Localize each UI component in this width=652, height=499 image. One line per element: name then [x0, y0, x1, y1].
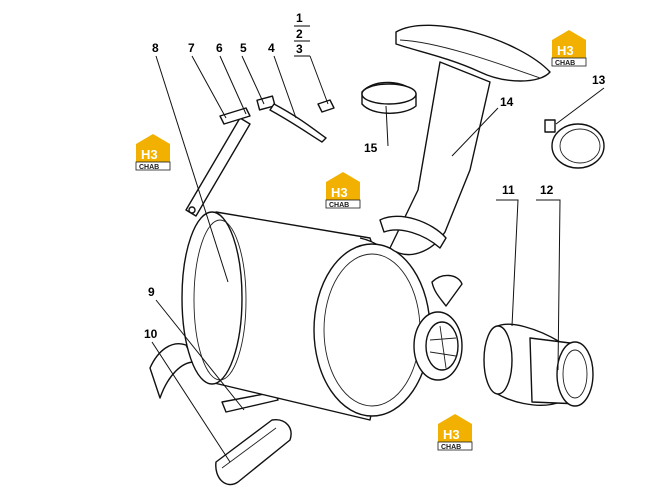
callout-13: 13	[592, 73, 606, 87]
callout-4: 4	[268, 41, 275, 55]
svg-text:H3: H3	[557, 43, 574, 58]
svg-text:H3: H3	[331, 185, 348, 200]
air-cleaner-body	[181, 211, 463, 421]
plug-cap	[361, 81, 417, 114]
callout-11: 11	[502, 183, 515, 197]
callout-14: 14	[500, 95, 514, 109]
svg-text:CHAB: CHAB	[329, 202, 349, 209]
upper-bracket	[185, 107, 251, 217]
filter-elements	[483, 323, 594, 407]
hose-clamp	[544, 119, 605, 169]
svg-text:H3: H3	[443, 427, 460, 442]
watermark-logo: H3 CHAB	[135, 134, 171, 171]
indicator-hose	[256, 95, 335, 143]
callout-3: 3	[296, 42, 303, 56]
lower-brackets	[149, 343, 292, 486]
callout-8: 8	[152, 41, 159, 55]
callout-6: 6	[216, 41, 223, 55]
callout-5: 5	[240, 41, 247, 55]
callout-9: 9	[148, 285, 155, 299]
callout-12: 12	[540, 183, 554, 197]
callout-1: 1	[296, 11, 303, 25]
callout-10: 10	[144, 327, 158, 341]
callout-labels: 1 2 3 4 5 6 7 8 9 10 11 12 13 14 15	[144, 11, 606, 341]
callout-2: 2	[296, 27, 303, 41]
leader-lines	[151, 55, 605, 463]
svg-text:CHAB: CHAB	[441, 444, 461, 451]
svg-text:CHAB: CHAB	[555, 60, 575, 67]
svg-text:H3: H3	[141, 147, 158, 162]
callout-15: 15	[364, 141, 378, 155]
intake-pipe	[379, 24, 551, 256]
watermark-logo: H3 CHAB	[551, 30, 587, 67]
watermark-logo: H3 CHAB	[437, 414, 473, 451]
callout-7: 7	[188, 41, 195, 55]
watermark-logo: H3 CHAB	[325, 172, 361, 209]
svg-text:CHAB: CHAB	[139, 164, 159, 171]
